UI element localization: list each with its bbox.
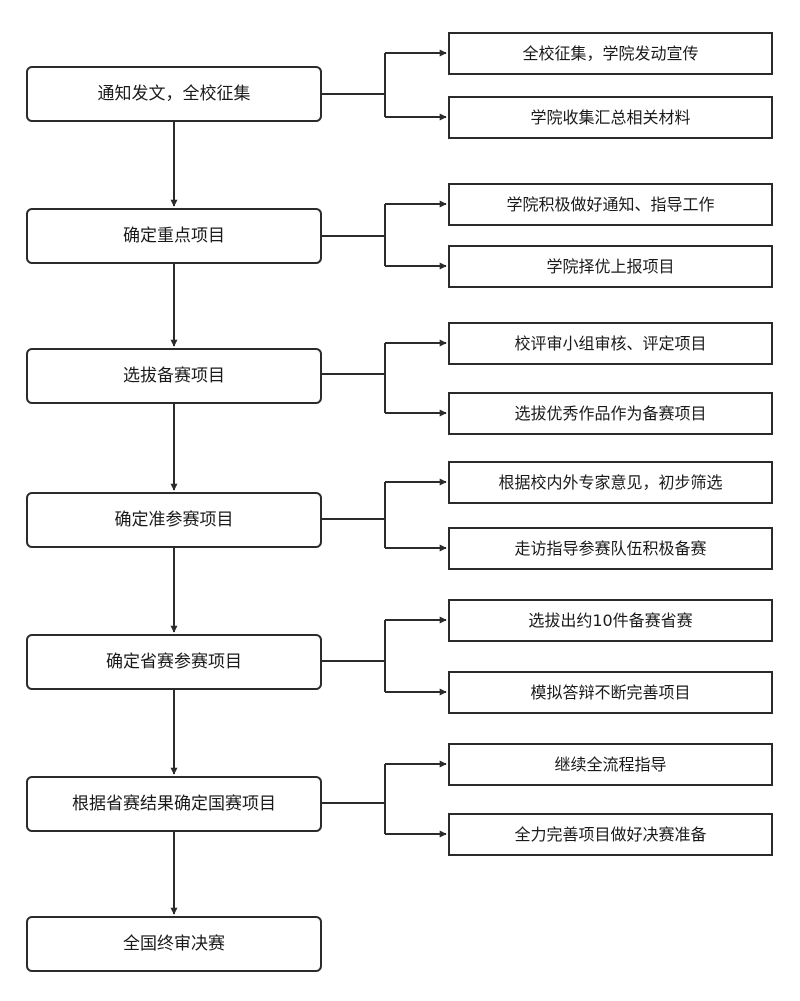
step-2-box: 确定重点项目 <box>26 208 322 264</box>
branch-3 <box>322 343 386 413</box>
step-2-sub-1: 学院积极做好通知、指导工作 <box>448 183 773 226</box>
branch-6 <box>322 764 386 834</box>
step-2-sub-2: 学院择优上报项目 <box>448 245 773 288</box>
branch-1 <box>322 53 386 117</box>
step-1-box: 通知发文，全校征集 <box>26 66 322 122</box>
step-4-sub-2: 走访指导参赛队伍积极备赛 <box>448 527 773 570</box>
step-7-box: 全国终审决赛 <box>26 916 322 972</box>
branch-2 <box>322 204 386 266</box>
step-4-box: 确定准参赛项目 <box>26 492 322 548</box>
step-5-sub-2: 模拟答辩不断完善项目 <box>448 671 773 714</box>
step-6-sub-1: 继续全流程指导 <box>448 743 773 786</box>
step-5-box: 确定省赛参赛项目 <box>26 634 322 690</box>
step-1-sub-2: 学院收集汇总相关材料 <box>448 96 773 139</box>
step-6-box: 根据省赛结果确定国赛项目 <box>26 776 322 832</box>
branch-4 <box>322 482 386 548</box>
step-4-sub-1: 根据校内外专家意见，初步筛选 <box>448 461 773 504</box>
step-3-box: 选拔备赛项目 <box>26 348 322 404</box>
branch-5 <box>322 620 386 692</box>
step-3-sub-1: 校评审小组审核、评定项目 <box>448 322 773 365</box>
step-3-sub-2: 选拔优秀作品作为备赛项目 <box>448 392 773 435</box>
step-1-sub-1: 全校征集，学院发动宣传 <box>448 32 773 75</box>
step-5-sub-1: 选拔出约10件备赛省赛 <box>448 599 773 642</box>
step-6-sub-2: 全力完善项目做好决赛准备 <box>448 813 773 856</box>
